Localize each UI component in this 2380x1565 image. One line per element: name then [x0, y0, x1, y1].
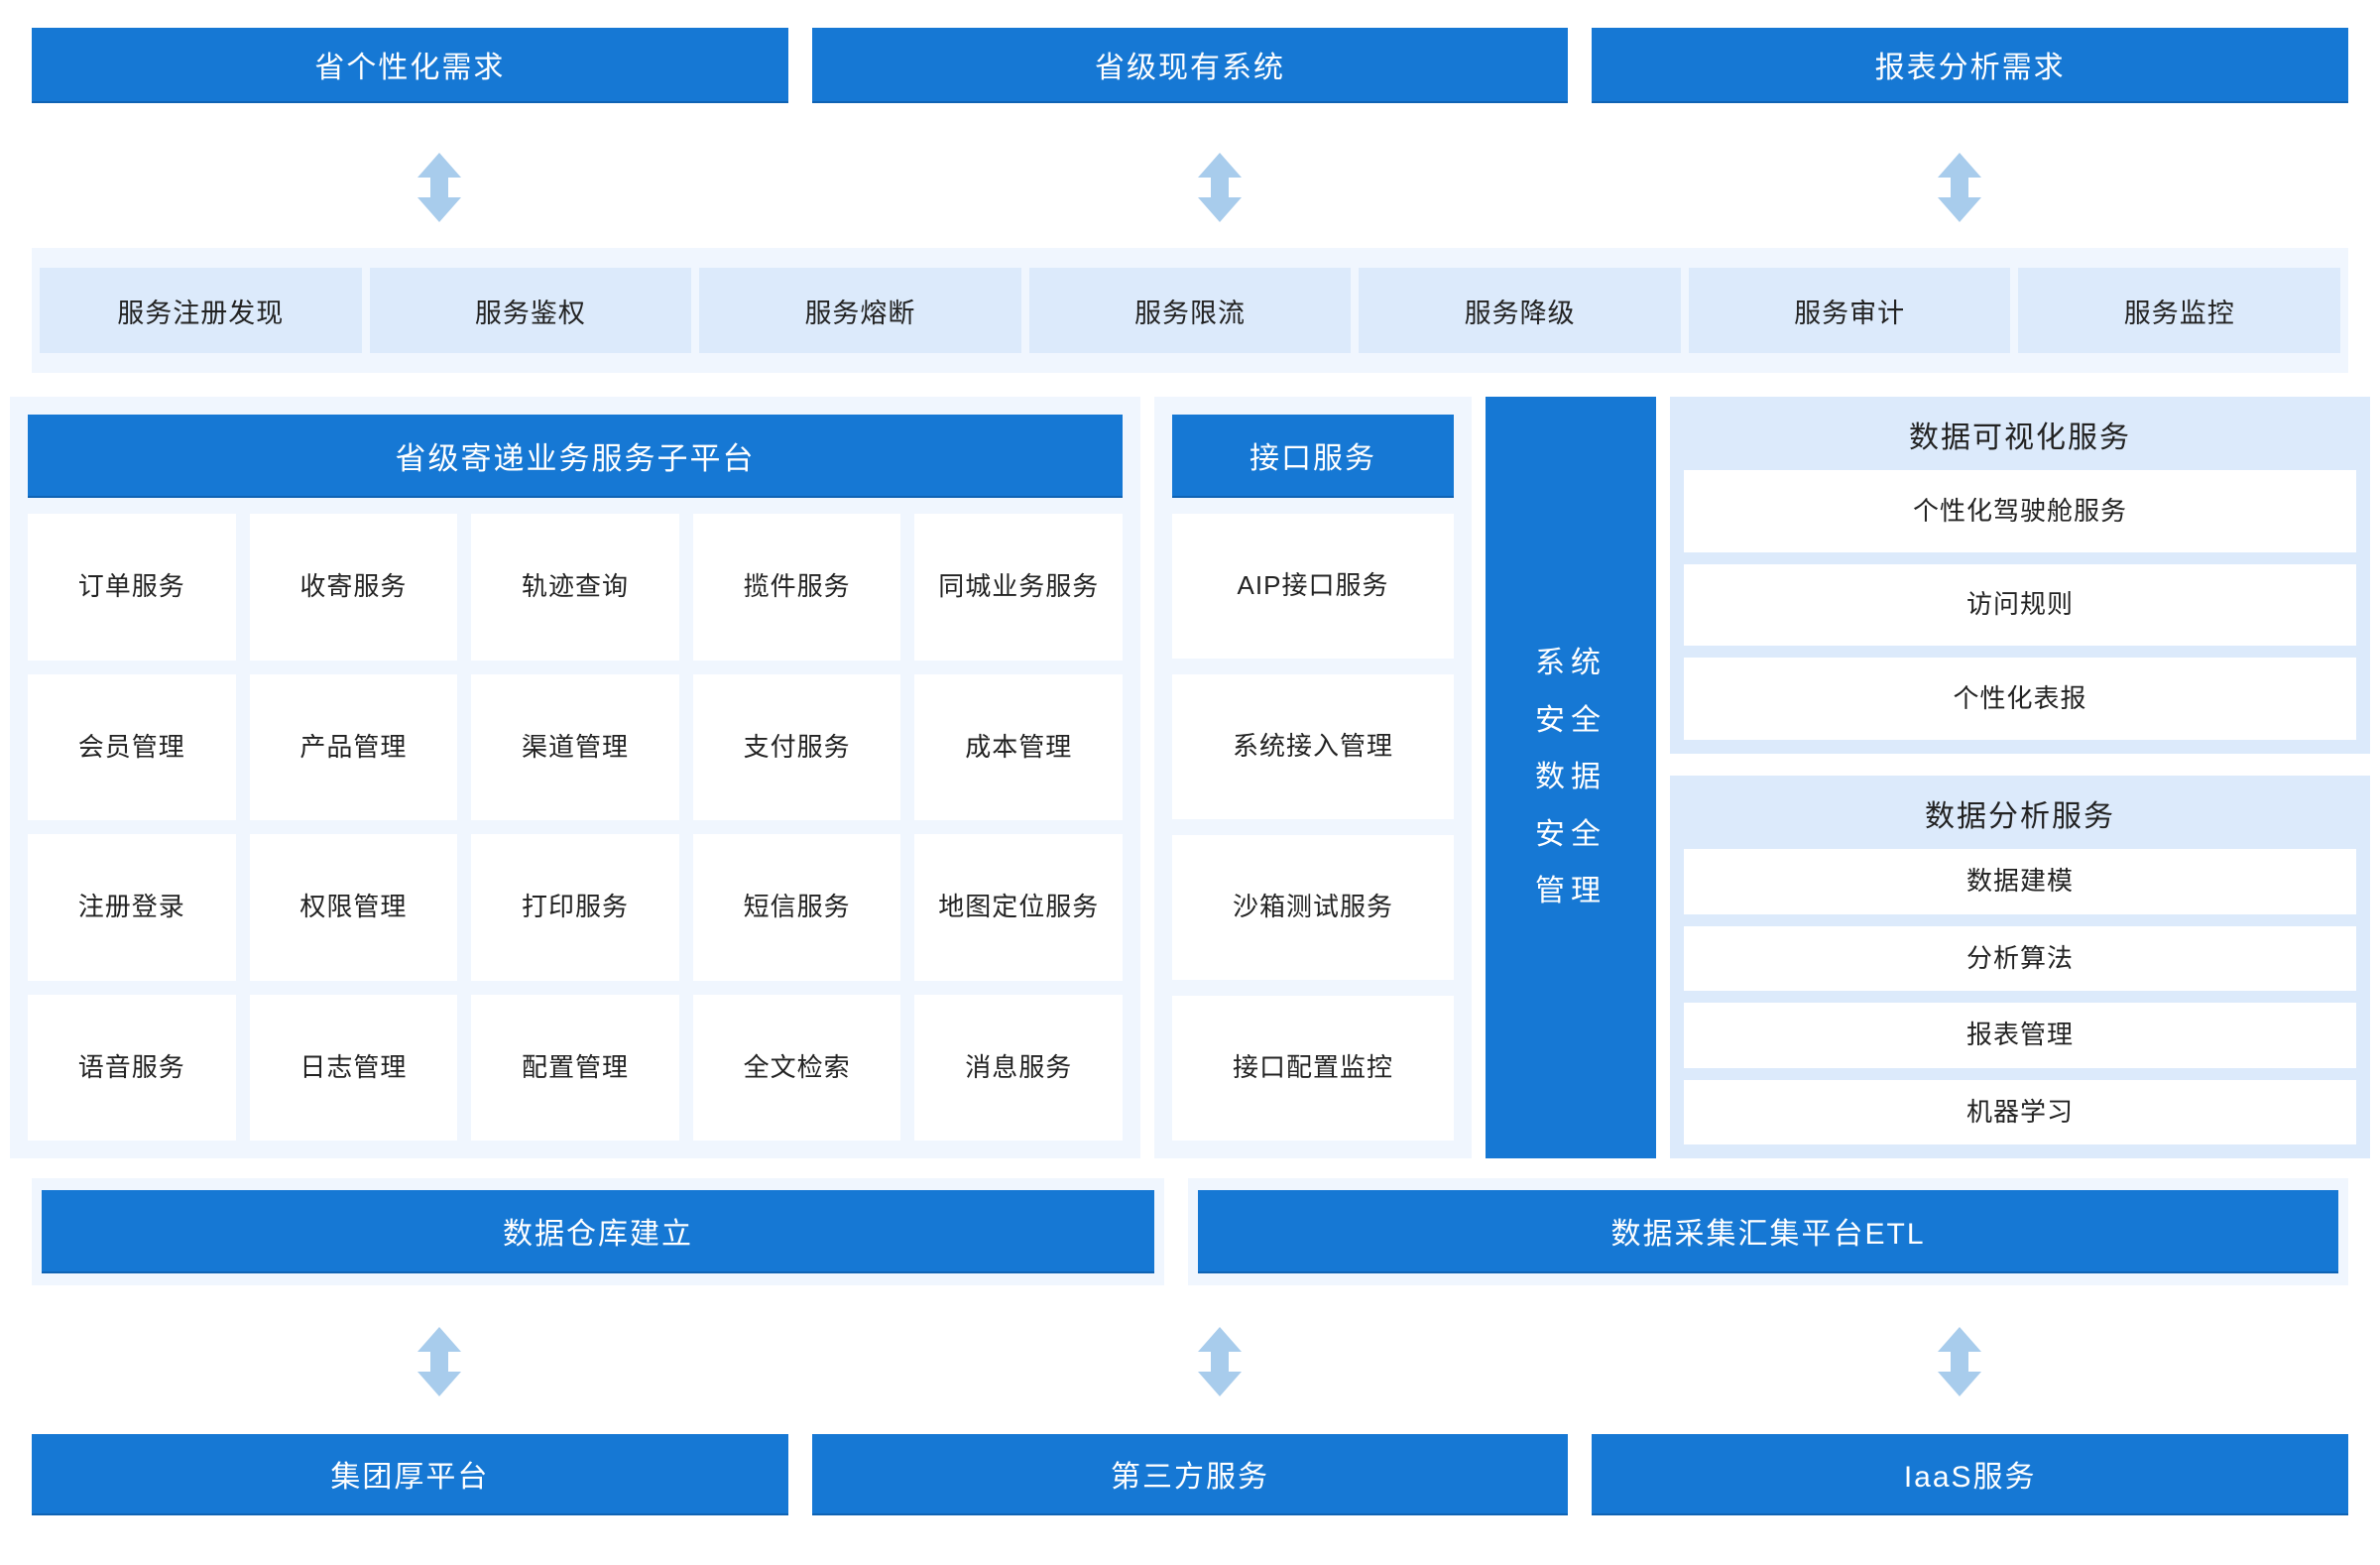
governance-chip-monitoring[interactable]: 服务监控 [2018, 268, 2341, 353]
governance-chip-degradation[interactable]: 服务降级 [1359, 268, 1681, 353]
service-cell-message[interactable]: 消息服务 [914, 994, 1123, 1141]
governance-chip-service-auth[interactable]: 服务鉴权 [369, 268, 692, 353]
interface-service-list: AIP接口服务 系统接入管理 沙箱测试服务 接口配置监控 [1172, 514, 1454, 1141]
service-cell-config-mgmt[interactable]: 配置管理 [471, 994, 679, 1141]
security-bar-text: 系统 安全 数据 安全 管理 [1535, 635, 1606, 920]
analysis-item-data-modeling[interactable]: 数据建模 [1684, 849, 2356, 914]
arrow-bottom-3 [1936, 1325, 1983, 1398]
viz-item-personalized-report[interactable]: 个性化表报 [1684, 658, 2356, 741]
security-management-bar: 系统 安全 数据 安全 管理 [1486, 397, 1656, 1158]
service-cell-voice[interactable]: 语音服务 [28, 994, 236, 1141]
infra-box-group-platform[interactable]: 集团厚平台 [32, 1434, 788, 1515]
interface-item-config-monitor[interactable]: 接口配置监控 [1172, 996, 1454, 1141]
data-services-column: 数据可视化服务 个性化驾驶舱服务 访问规则 个性化表报 数据分析服务 数据建模 … [1670, 397, 2370, 1158]
platform-header: 省级寄递业务服务子平台 [28, 415, 1123, 498]
requirements-row: 省个性化需求 省级现有系统 报表分析需求 [32, 28, 2349, 103]
service-cell-member-mgmt[interactable]: 会员管理 [28, 673, 236, 820]
service-cell-log-mgmt[interactable]: 日志管理 [249, 994, 458, 1141]
service-governance-row: 服务注册发现 服务鉴权 服务熔断 服务限流 服务降级 服务审计 服务监控 [32, 248, 2348, 373]
governance-chip-circuit-breaker[interactable]: 服务熔断 [699, 268, 1021, 353]
security-line-5: 管理 [1535, 875, 1606, 908]
governance-chip-audit[interactable]: 服务审计 [1688, 268, 2011, 353]
infra-box-third-party-service[interactable]: 第三方服务 [811, 1434, 1569, 1515]
data-platform-gap [1164, 1178, 1188, 1285]
service-cell-intracity-business[interactable]: 同城业务服务 [914, 514, 1123, 661]
security-line-3: 数据 [1535, 761, 1606, 794]
service-cell-fulltext-search[interactable]: 全文检索 [692, 994, 901, 1141]
etl-box[interactable]: 数据采集汇集平台ETL [1198, 1190, 2338, 1273]
visualization-panel-title: 数据可视化服务 [1909, 421, 2131, 454]
analysis-items: 数据建模 分析算法 报表管理 机器学习 [1684, 849, 2356, 1144]
requirement-box-provincial-existing-system[interactable]: 省级现有系统 [811, 28, 1569, 103]
requirement-box-provincial-custom[interactable]: 省个性化需求 [32, 28, 788, 103]
infrastructure-row: 集团厚平台 第三方服务 IaaS服务 [32, 1424, 2349, 1525]
service-cell-collection[interactable]: 揽件服务 [692, 514, 901, 661]
data-warehouse-box[interactable]: 数据仓库建立 [42, 1190, 1154, 1273]
service-cell-map-location[interactable]: 地图定位服务 [914, 834, 1123, 981]
viz-item-personalized-cockpit[interactable]: 个性化驾驶舱服务 [1684, 470, 2356, 552]
interface-item-aip[interactable]: AIP接口服务 [1172, 514, 1454, 659]
data-analysis-panel: 数据分析服务 数据建模 分析算法 报表管理 机器学习 [1670, 776, 2370, 1158]
core-platform-section: 省级寄递业务服务子平台 订单服务 收寄服务 轨迹查询 揽件服务 同城业务服务 会… [10, 397, 2370, 1158]
service-cell-product-mgmt[interactable]: 产品管理 [249, 673, 458, 820]
service-cell-track-query[interactable]: 轨迹查询 [471, 514, 679, 661]
service-cell-channel-mgmt[interactable]: 渠道管理 [471, 673, 679, 820]
analysis-item-report-mgmt[interactable]: 报表管理 [1684, 1003, 2356, 1068]
data-warehouse-wrapper: 数据仓库建立 [32, 1178, 1164, 1285]
service-cell-sms[interactable]: 短信服务 [692, 834, 901, 981]
interface-service-panel: 接口服务 AIP接口服务 系统接入管理 沙箱测试服务 接口配置监控 [1154, 397, 1472, 1158]
arrow-bottom-2 [1196, 1325, 1244, 1398]
requirement-box-report-analysis[interactable]: 报表分析需求 [1592, 28, 2349, 103]
infra-box-iaas-service[interactable]: IaaS服务 [1592, 1434, 2349, 1515]
security-line-2: 安全 [1535, 703, 1606, 737]
analysis-item-algorithms[interactable]: 分析算法 [1684, 925, 2356, 991]
interface-header: 接口服务 [1172, 415, 1454, 498]
service-cell-permission-mgmt[interactable]: 权限管理 [249, 834, 458, 981]
arrow-top-2 [1196, 151, 1244, 224]
interface-item-system-access-mgmt[interactable]: 系统接入管理 [1172, 674, 1454, 819]
data-platform-row: 数据仓库建立 数据采集汇集平台ETL [32, 1178, 2348, 1285]
analysis-panel-title: 数据分析服务 [1925, 800, 2115, 833]
arrow-bottom-1 [416, 1325, 463, 1398]
service-cell-print[interactable]: 打印服务 [471, 834, 679, 981]
viz-item-access-rules[interactable]: 访问规则 [1684, 563, 2356, 647]
service-cell-cost-mgmt[interactable]: 成本管理 [914, 673, 1123, 820]
service-cell-pickup-send[interactable]: 收寄服务 [249, 514, 458, 661]
governance-chip-rate-limit[interactable]: 服务限流 [1028, 268, 1352, 353]
arrow-top-1 [416, 151, 463, 224]
arrow-top-3 [1936, 151, 1983, 224]
service-cell-order[interactable]: 订单服务 [28, 514, 236, 661]
platform-service-grid: 订单服务 收寄服务 轨迹查询 揽件服务 同城业务服务 会员管理 产品管理 渠道管… [28, 514, 1123, 1141]
security-line-1: 系统 [1535, 647, 1606, 680]
provincial-express-platform-panel: 省级寄递业务服务子平台 订单服务 收寄服务 轨迹查询 揽件服务 同城业务服务 会… [10, 397, 1140, 1158]
service-cell-payment[interactable]: 支付服务 [692, 673, 901, 820]
visualization-items: 个性化驾驶舱服务 访问规则 个性化表报 [1684, 470, 2356, 741]
interface-item-sandbox-test[interactable]: 沙箱测试服务 [1172, 835, 1454, 980]
analysis-item-machine-learning[interactable]: 机器学习 [1684, 1079, 2356, 1144]
governance-chip-service-registry[interactable]: 服务注册发现 [40, 268, 362, 353]
service-cell-register-login[interactable]: 注册登录 [28, 834, 236, 981]
security-line-4: 安全 [1535, 817, 1606, 851]
data-visualization-panel: 数据可视化服务 个性化驾驶舱服务 访问规则 个性化表报 [1670, 397, 2370, 754]
etl-wrapper: 数据采集汇集平台ETL [1188, 1178, 2348, 1285]
